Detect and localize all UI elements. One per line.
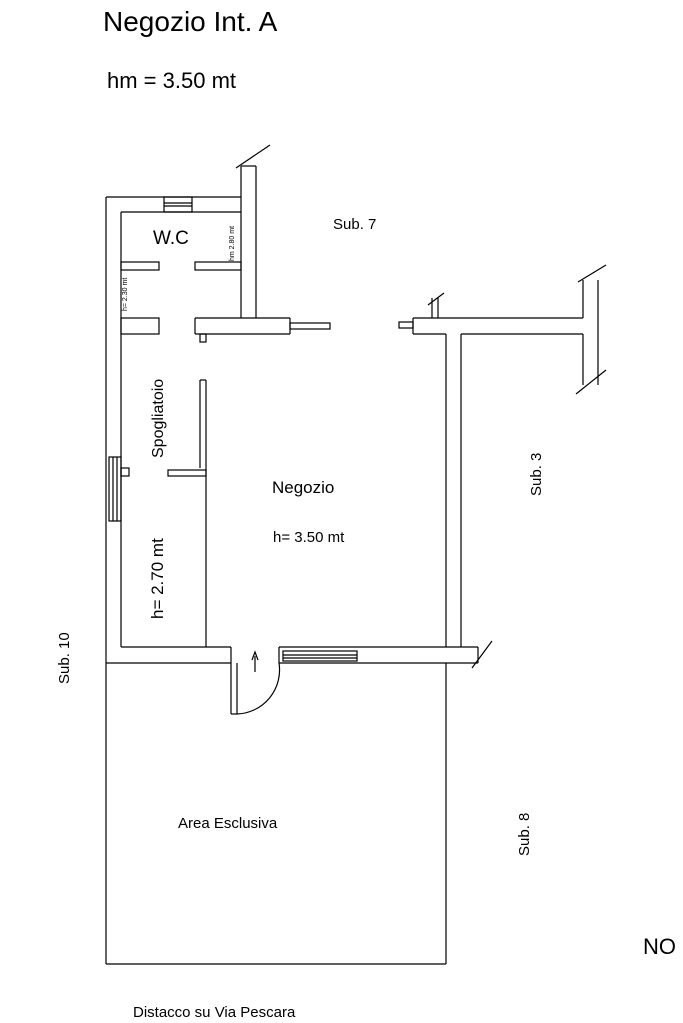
label-negozio: Negozio (272, 478, 335, 497)
label-distacco: Distacco su Via Pescara (133, 1004, 296, 1021)
label-spogliatoio: Spogliatoio (150, 378, 167, 458)
label-area-esclusiva: Area Esclusiva (178, 815, 278, 832)
door-swing (236, 662, 281, 715)
page-subtitle: hm = 3.50 mt (107, 68, 237, 93)
label-hm-small: h= 2.30 mt (122, 277, 129, 311)
label-sub7: Sub. 7 (333, 216, 377, 233)
label-h-negozio: h= 3.50 mt (273, 529, 345, 546)
north-window (163, 196, 193, 213)
label-sub10: Sub. 10 (56, 632, 73, 684)
label-sub3: Sub. 3 (528, 452, 545, 496)
label-sub8: Sub. 8 (516, 812, 533, 856)
label-north: NO (643, 934, 676, 959)
west-window (108, 456, 122, 522)
label-h-spogliatoio: h= 2.70 mt (148, 538, 167, 619)
page-title: Negozio Int. A (103, 6, 278, 37)
south-window (282, 650, 358, 662)
label-hm-wc: hm 2.80 mt (229, 225, 236, 261)
label-wc: W.C (153, 228, 189, 249)
